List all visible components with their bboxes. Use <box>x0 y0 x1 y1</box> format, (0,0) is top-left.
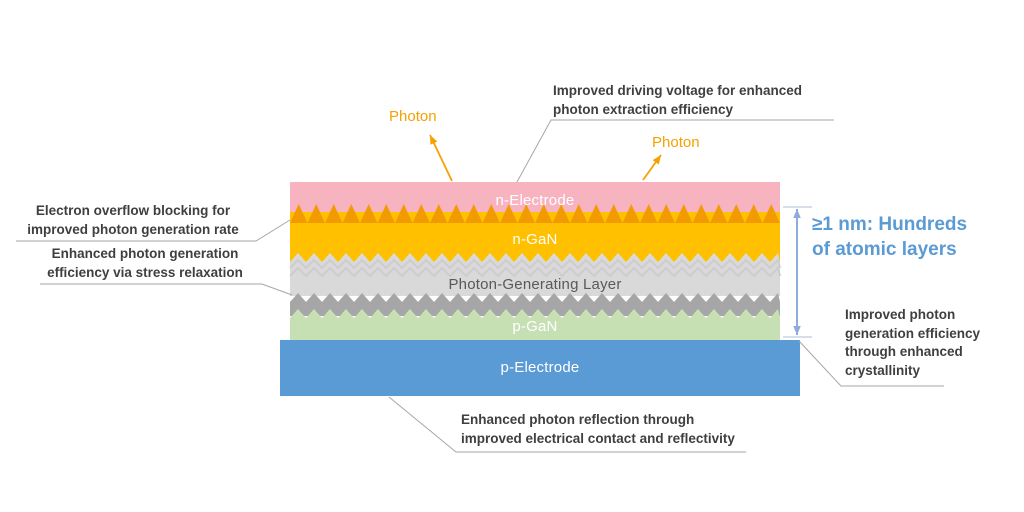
n-electrode-layer <box>290 182 780 212</box>
annotation-stress-relaxation: Enhanced photon generation efficiency vi… <box>47 246 243 280</box>
dark-gray-band <box>290 293 780 316</box>
annotation-driving-voltage: Improved driving voltage for enhanced ph… <box>553 83 803 117</box>
dimension-double-arrow-head <box>793 326 801 335</box>
annotation-reflection: Enhanced photon reflection through impro… <box>461 412 735 446</box>
sawtooth-interface <box>290 204 780 223</box>
layer-texture-stripe <box>289 266 781 278</box>
photon-label-left: Photon <box>389 108 437 125</box>
p-gan-label: p-GaN <box>512 318 558 335</box>
photon-label-right: Photon <box>652 134 700 151</box>
n-electrode-label: n-Electrode <box>495 192 575 209</box>
photon-arrow-left-head <box>430 135 438 145</box>
layer-texture-stripe <box>289 258 781 270</box>
connector-driving-voltage <box>516 119 834 183</box>
p-electrode-layer <box>280 340 800 396</box>
p-gan-layer <box>290 309 780 340</box>
photon-generating-layer-label: Photon-Generating Layer <box>448 276 622 293</box>
annotation-atomic-layers: ≥1 nm: Hundreds of atomic layers <box>812 214 968 260</box>
connector-crystallinity <box>798 340 944 387</box>
connector-electron-overflow <box>16 219 291 242</box>
annotation-crystallinity: Improved photon generation efficiency th… <box>845 307 981 378</box>
photon-arrow-right-head <box>652 155 661 165</box>
connector-stress-relaxation <box>40 283 293 296</box>
dimension-double-arrow-head <box>793 209 801 218</box>
p-electrode-label: p-Electrode <box>500 359 580 376</box>
connector-reflection <box>388 396 746 453</box>
n-gan-label: n-GaN <box>512 231 558 248</box>
annotation-electron-overflow: Electron overflow blocking for improved … <box>27 203 239 237</box>
